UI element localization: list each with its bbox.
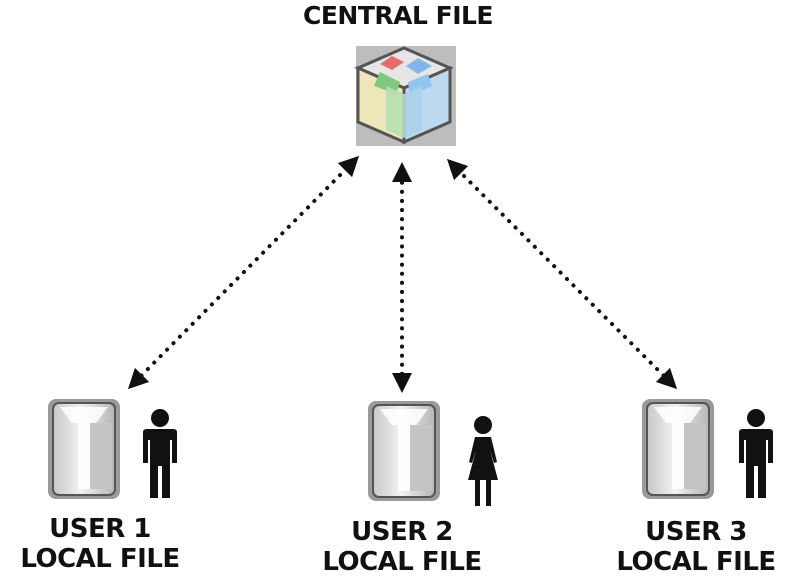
user1-file-type: LOCAL FILE xyxy=(20,543,180,574)
user1-male-person-icon xyxy=(143,409,177,498)
central-file-label: CENTRAL FILE xyxy=(302,1,494,30)
user3-file-type: LOCAL FILE xyxy=(616,546,776,577)
user2-female-person-icon xyxy=(468,416,498,506)
user1-local-file-icon xyxy=(48,399,120,499)
user3-local-file-icon xyxy=(642,399,714,499)
user1-name: USER 1 xyxy=(49,514,151,544)
user3-name: USER 3 xyxy=(645,517,747,547)
user2-file-type: LOCAL FILE xyxy=(322,546,482,577)
user3-label: USER 3 LOCAL FILE xyxy=(596,517,796,578)
arrow-user3-central xyxy=(446,158,678,390)
central-file-icon xyxy=(354,46,456,146)
arrow-user1-central xyxy=(127,155,360,390)
user3-male-person-icon xyxy=(739,409,773,498)
user2-name: USER 2 xyxy=(351,517,453,547)
user1-label: USER 1 LOCAL FILE xyxy=(0,514,200,575)
user2-label: USER 2 LOCAL FILE xyxy=(302,517,502,578)
user2-local-file-icon xyxy=(368,401,440,501)
